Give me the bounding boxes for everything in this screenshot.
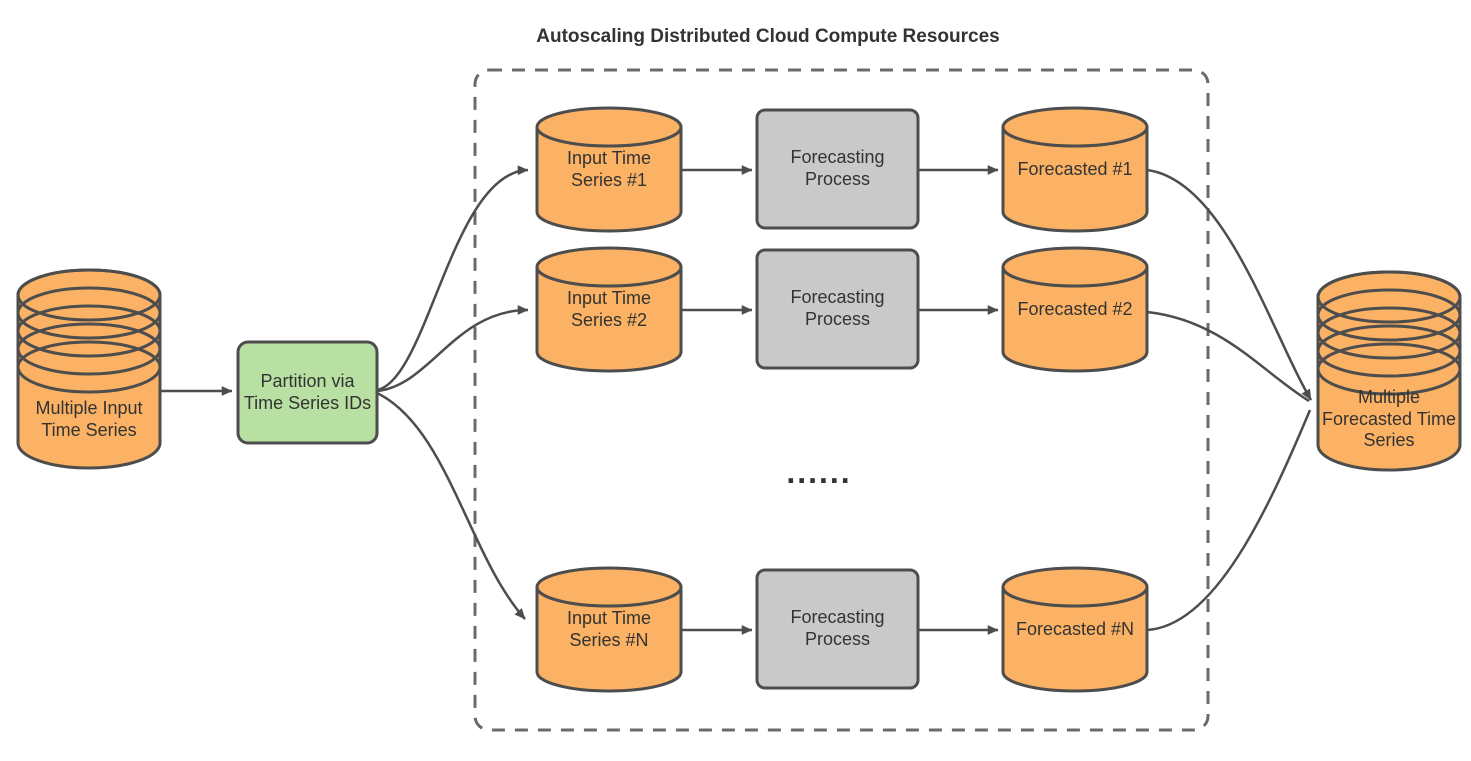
output-cylinder-2-label: Forecasted #2 (1017, 299, 1133, 320)
arrow-output2-to-sink (1146, 310, 1310, 403)
container-title: Autoscaling Distributed Cloud Compute Re… (536, 26, 1000, 48)
input-cylinder-2-label: Input Time Series #2 (566, 288, 652, 330)
output-cylinder-n-shape (1001, 566, 1149, 693)
input-cylinder-1-label: Input Time Series #1 (566, 148, 652, 190)
output-cylinder-1-shape (1001, 106, 1149, 233)
input-cylinder-2-shape (535, 246, 683, 373)
input-cylinder-1-shape (535, 106, 683, 233)
arrow-partition-to-input-2 (376, 305, 529, 393)
process-box-1-label: Forecasting Process (790, 147, 885, 189)
process-box-n-label: Forecasting Process (790, 607, 885, 649)
output-cylinder-1-label: Forecasted #1 (1017, 159, 1133, 180)
input-cylinder-n-label: Input Time Series #N (566, 608, 652, 650)
autoscaling-container-border (473, 68, 1210, 732)
process-box-2-label: Forecasting Process (790, 287, 885, 329)
output-cylinder-n-label: Forecasted #N (1015, 619, 1135, 640)
process-box-1-shape (755, 108, 920, 230)
input-cylinder-n-shape (535, 566, 683, 693)
process-box-n-shape (755, 568, 920, 690)
sink-datastore-shape (1316, 270, 1462, 472)
sink-datastore-label: Multiple Forecasted Time Series (1321, 386, 1457, 451)
source-datastore-label: Multiple Input Time Series (35, 398, 143, 440)
source-datastore-shape (16, 268, 162, 470)
ellipsis-label: ...... (786, 454, 852, 490)
arrow-partition-to-input-n (376, 391, 526, 620)
process-box-2-shape (755, 248, 920, 370)
connector-layer (160, 165, 1313, 635)
arrow-output1-to-sink (1146, 168, 1313, 401)
arrow-outputN-to-sink (1146, 409, 1312, 632)
partition-step-label: Partition via Time Series IDs (243, 370, 372, 413)
partition-step-shape (236, 340, 379, 445)
output-cylinder-2-shape (1001, 246, 1149, 373)
arrow-partition-to-input-1 (376, 165, 529, 392)
